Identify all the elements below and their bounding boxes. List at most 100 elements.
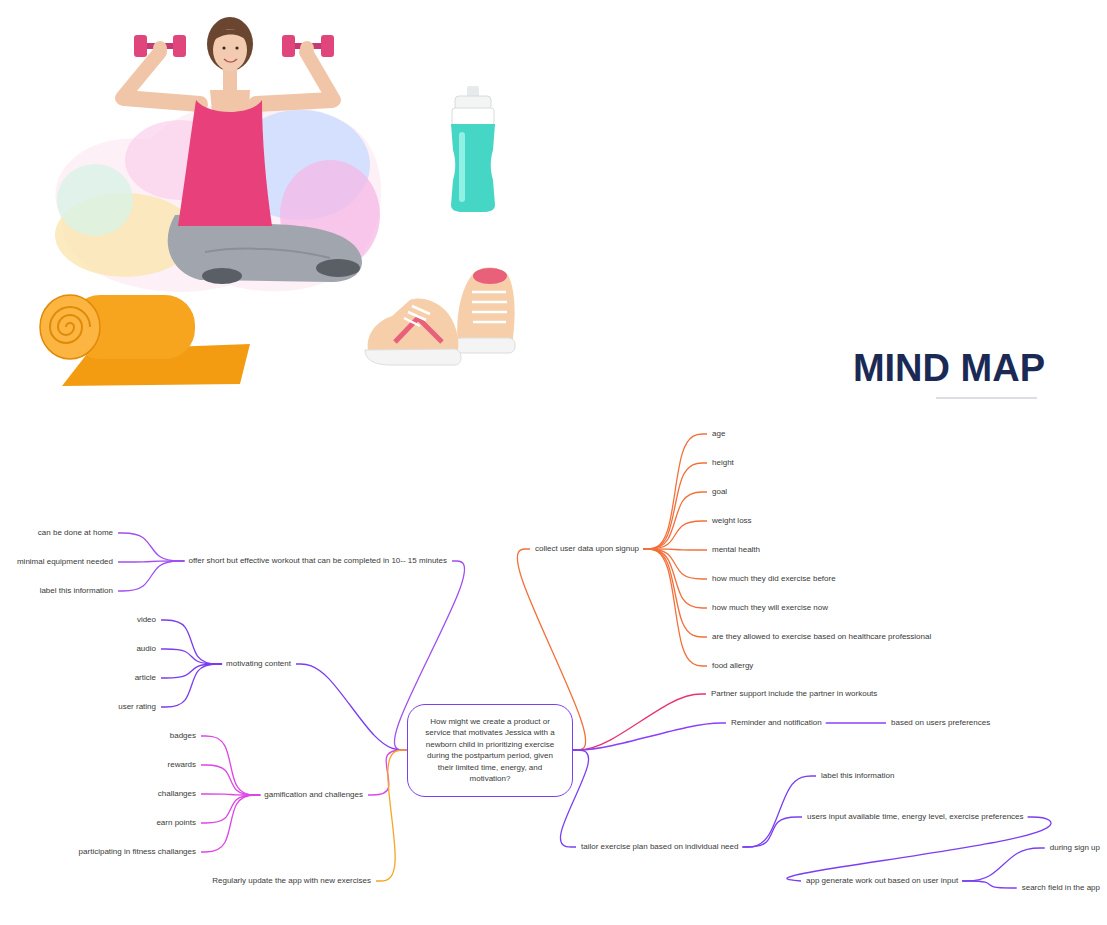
sneaker	[457, 268, 514, 346]
dumbbell	[134, 35, 147, 57]
branch-line	[962, 881, 1017, 888]
branch-line	[201, 795, 260, 823]
woman-arm	[256, 100, 332, 104]
topic-node: Partner support include the partner in w…	[709, 688, 879, 700]
node-text: are they allowed to exercise based on he…	[712, 632, 931, 642]
branch-line	[296, 664, 407, 750]
woman-hair	[212, 29, 248, 42]
topic-node: search field in the app	[1020, 882, 1102, 894]
woman-hand	[300, 41, 314, 55]
branch-line	[201, 795, 260, 852]
node-text: age	[712, 429, 725, 439]
branch-line	[573, 723, 726, 750]
topic-node: can be done at home	[36, 527, 115, 539]
topic-node: Regularly update the app with new exerci…	[210, 875, 373, 887]
topic-node: how much they did exercise before	[710, 573, 838, 585]
branch-line	[787, 817, 1051, 881]
topic-node: article	[133, 672, 158, 684]
topic-node: how much they will exercise now	[710, 602, 830, 614]
node-text: Partner support include the partner in w…	[711, 689, 877, 699]
mat-roll-end	[40, 295, 100, 359]
branch-line	[573, 694, 706, 750]
node-text: user rating	[118, 702, 156, 712]
woman-eye	[235, 46, 238, 49]
node-text: app generate work out based on user inpu…	[806, 876, 958, 886]
woman-shoe	[316, 259, 360, 277]
branch-line	[161, 620, 222, 664]
topic-node: label this information	[38, 585, 115, 597]
woman-smile	[224, 59, 237, 62]
topic-node: offer short but effective workout that c…	[186, 555, 449, 567]
node-text: during sign up	[1050, 843, 1100, 853]
woman-arm	[124, 98, 200, 104]
woman-hair	[207, 17, 253, 71]
node-text: search field in the app	[1022, 883, 1100, 893]
branch-line	[643, 549, 707, 666]
node-text: challanges	[158, 789, 196, 799]
node-text: users input available time, energy level…	[807, 812, 1024, 822]
sneaker-laces	[404, 306, 430, 326]
topic-node: tailor exercise plan based on individual…	[579, 841, 740, 853]
topic-node: collect user data upon signup	[533, 543, 641, 555]
branch-line	[643, 549, 707, 579]
branch-line	[962, 848, 1045, 881]
node-text: Regularly update the app with new exerci…	[212, 876, 371, 886]
node-text: weight loss	[712, 516, 752, 526]
topic-node: based on users preferences	[889, 717, 992, 729]
topic-node: age	[710, 428, 727, 440]
branch-line	[643, 521, 707, 549]
topic-node: earn points	[154, 817, 198, 829]
topic-node: badges	[168, 730, 198, 742]
node-text: goal	[712, 487, 727, 497]
topic-node: mental health	[710, 544, 762, 556]
central-question-box: How might we create a product or service…	[407, 704, 573, 797]
sneaker-collar	[473, 268, 507, 284]
node-text: minimal equipment needed	[17, 557, 113, 567]
topic-node: motivating content	[224, 658, 293, 670]
branch-line	[161, 664, 222, 707]
topic-node: food allergy	[710, 660, 755, 672]
woman-eye	[222, 46, 225, 49]
topic-node: users input available time, energy level…	[805, 811, 1026, 823]
dumbbell	[321, 35, 334, 57]
bottle-highlight	[459, 132, 465, 202]
node-text: video	[137, 615, 156, 625]
branch-line	[161, 664, 222, 678]
node-text: badges	[170, 731, 196, 741]
branch-line	[643, 463, 707, 549]
branch-line	[826, 722, 886, 723]
branch-line	[643, 549, 707, 637]
sneaker-sole	[365, 349, 461, 365]
branch-line	[643, 434, 707, 549]
branch-line	[201, 765, 260, 795]
topic-node: minimal equipment needed	[15, 556, 115, 568]
woman-arm	[306, 52, 334, 100]
branch-line	[118, 561, 184, 591]
topic-node: app generate work out based on user inpu…	[804, 875, 960, 887]
branch-line	[643, 549, 707, 608]
node-text: label this information	[821, 771, 894, 781]
node-text: participating in fitness challanges	[79, 847, 196, 857]
topic-node: height	[710, 457, 736, 469]
node-text: tailor exercise plan based on individual…	[581, 842, 738, 852]
mat-spiral	[50, 307, 90, 343]
topic-node: challanges	[156, 788, 198, 800]
node-text: How might we create a product or service…	[421, 716, 559, 785]
topic-node: audio	[134, 643, 158, 655]
dumbbell	[173, 35, 186, 57]
topic-node: during sign up	[1048, 842, 1102, 854]
branch-line	[742, 776, 816, 847]
blob-color	[57, 164, 133, 236]
topic-node: are they allowed to exercise based on he…	[710, 631, 933, 643]
map-title: MIND MAP	[853, 348, 1045, 388]
node-text: rewards	[168, 760, 196, 770]
topic-node: rewards	[166, 759, 198, 771]
branch-line	[742, 817, 802, 847]
node-text: gamification and challenges	[264, 790, 363, 800]
node-text: mental health	[712, 545, 760, 555]
topic-node: user rating	[116, 701, 158, 713]
topic-node: participating in fitness challanges	[77, 846, 198, 858]
node-text: collect user data upon signup	[535, 544, 639, 554]
topic-node: label this information	[819, 770, 896, 782]
